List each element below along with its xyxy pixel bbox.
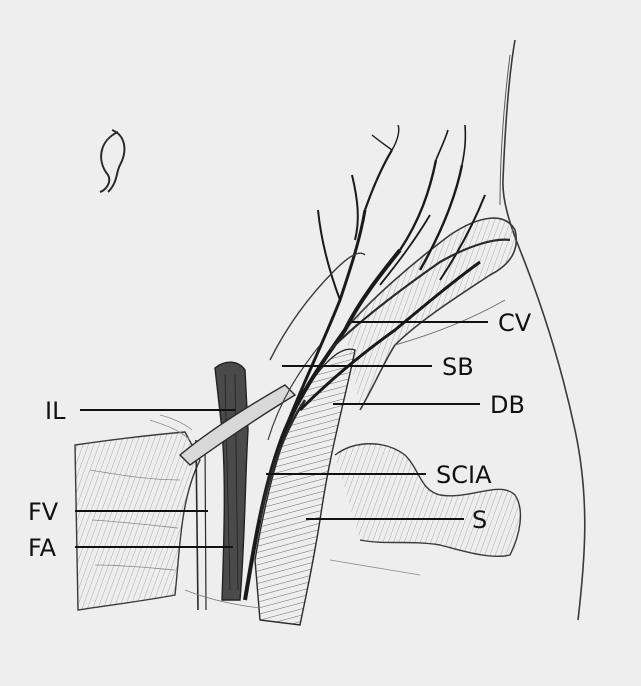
fa-leader-line	[75, 546, 233, 548]
muscle-bulge-right	[335, 444, 520, 557]
label-s: S	[472, 508, 487, 532]
sb-leader-line	[282, 365, 432, 367]
label-il: IL	[45, 399, 65, 423]
femoral-vein-shape	[215, 362, 248, 600]
scia-leader-line	[266, 473, 426, 475]
db-leader-line	[333, 403, 480, 405]
label-db: DB	[490, 393, 525, 417]
s-leader-line	[306, 518, 464, 520]
cv-leader-line	[352, 321, 488, 323]
label-scia: SCIA	[436, 463, 492, 487]
label-cv: CV	[498, 311, 531, 335]
fascia-left	[75, 432, 200, 610]
label-sb: SB	[442, 355, 474, 379]
fv-leader-line	[75, 510, 208, 512]
label-fv: FV	[28, 500, 58, 524]
ear-sketch	[100, 130, 124, 192]
il-leader-line	[80, 409, 235, 411]
label-fa: FA	[28, 536, 56, 560]
